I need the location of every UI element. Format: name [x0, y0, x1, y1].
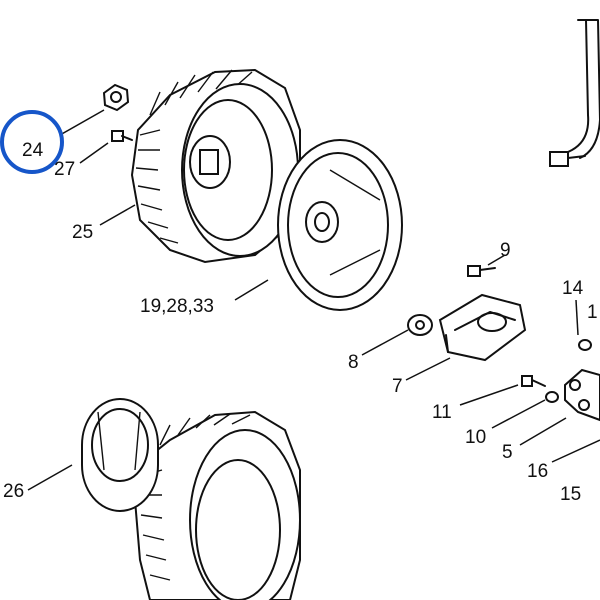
clutch-drum-lower — [133, 410, 301, 600]
label-11: 11 — [432, 402, 452, 423]
label-24: 24 — [22, 140, 44, 161]
label-15: 15 — [560, 484, 581, 505]
housing-7 — [438, 293, 527, 362]
screw-11 — [521, 375, 546, 387]
label-14: 14 — [562, 278, 584, 299]
clutch-rim — [277, 139, 403, 311]
nut-part — [102, 83, 130, 112]
label-26: 26 — [3, 481, 24, 502]
label-8: 8 — [348, 352, 359, 373]
highlight-circle — [0, 110, 64, 174]
ring-bearing — [81, 398, 159, 512]
label-5: 5 — [502, 442, 513, 463]
label-16: 16 — [527, 461, 548, 482]
label-27: 27 — [54, 159, 75, 180]
pin-shaft — [549, 19, 600, 167]
label-9: 9 — [500, 240, 511, 261]
bolt-9 — [467, 265, 496, 277]
label-10: 10 — [465, 427, 486, 448]
washer-10 — [545, 391, 559, 403]
label-1: 1 — [587, 302, 598, 323]
spacer-8 — [407, 314, 433, 336]
screw-part — [111, 130, 133, 142]
label-7: 7 — [392, 376, 403, 397]
nut-14 — [578, 339, 592, 351]
bracket-5 — [564, 368, 600, 422]
label-19-28-33: 19,28,33 — [140, 296, 214, 317]
label-25: 25 — [72, 222, 93, 243]
clutch-drum-upper — [130, 68, 301, 264]
